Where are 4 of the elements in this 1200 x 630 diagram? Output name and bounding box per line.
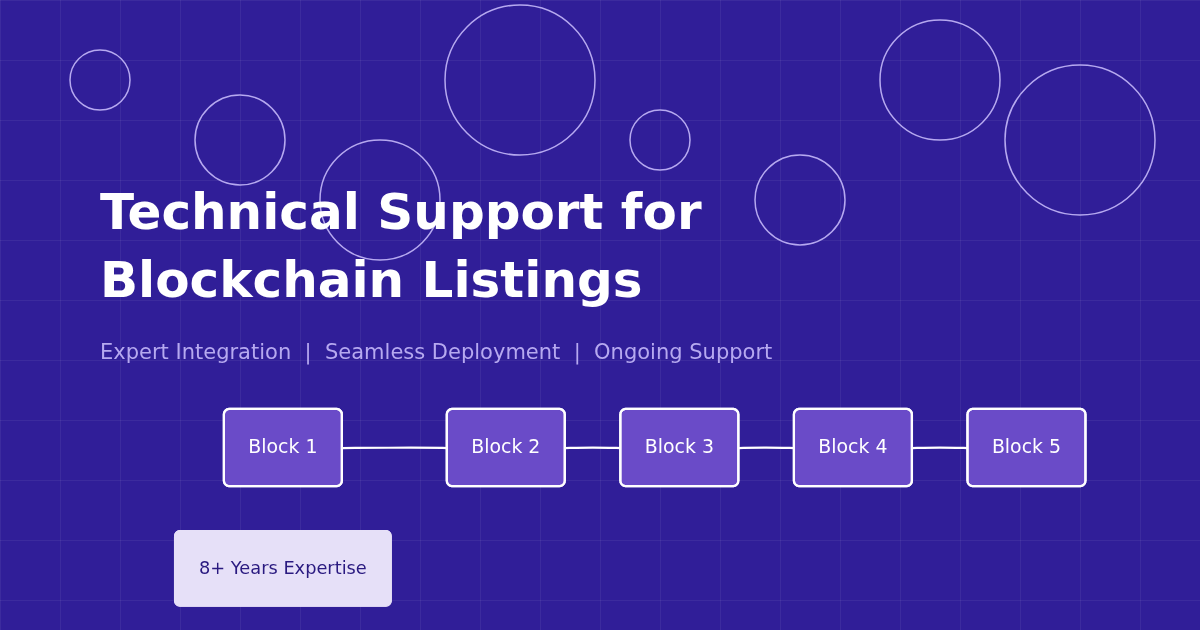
title: Technical Support for Blockchain Listings bbox=[100, 182, 703, 311]
connector bbox=[565, 446, 621, 450]
block-chain-diagram: Block 1 Block 2 Block 3 Block 4 Block 5 8+ Years Expertise bbox=[100, 400, 1160, 615]
subtitle: Expert Integration | Seamless Deployment | Ongoing Support bbox=[100, 340, 773, 364]
